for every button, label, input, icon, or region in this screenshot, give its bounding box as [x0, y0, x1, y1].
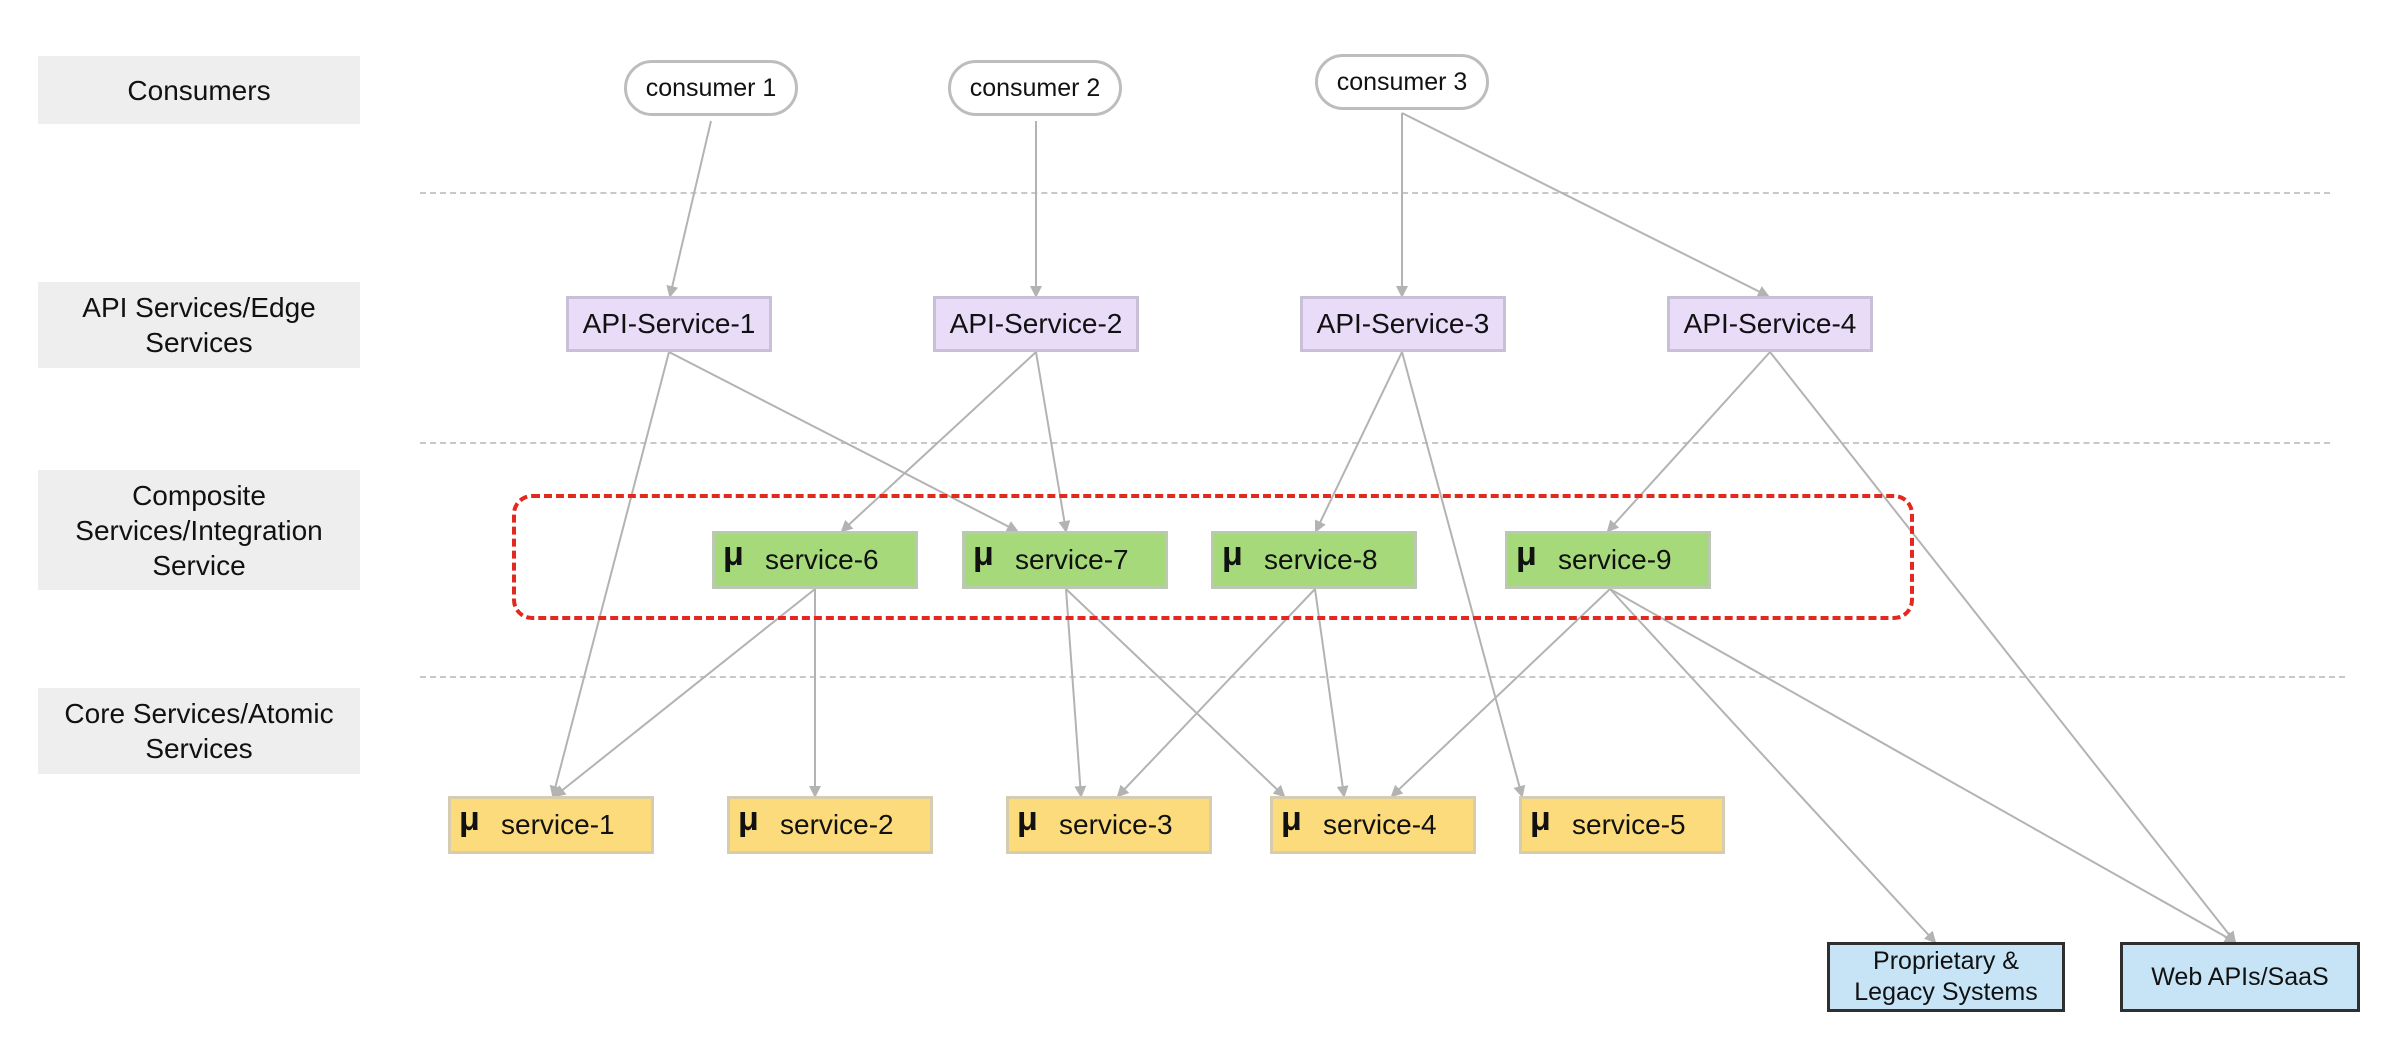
layer-divider-2	[420, 442, 2330, 444]
edge-arrow	[1401, 351, 1526, 798]
service-7-node[interactable]: μ service-7	[962, 531, 1168, 589]
edge-arrow	[553, 588, 816, 798]
edge-arrow	[1116, 588, 1316, 798]
edge-arrow	[1401, 112, 1770, 297]
layer-label-composite-services: Composite Services/Integration Service	[38, 470, 360, 590]
edge-arrow	[1609, 588, 1937, 944]
layer-label-core-services: Core Services/Atomic Services	[38, 688, 360, 774]
service-label: service-9	[1558, 544, 1672, 575]
edge-arrow	[668, 351, 1019, 532]
service-label: service-8	[1264, 544, 1378, 575]
microservice-icon: μ	[723, 534, 744, 573]
edge-arrow	[1065, 588, 1286, 798]
service-9-node[interactable]: μ service-9	[1505, 531, 1711, 589]
layer-divider-3	[420, 676, 2345, 678]
edge-arrow	[1390, 588, 1611, 798]
consumer-3[interactable]: consumer 3	[1315, 54, 1489, 110]
service-2-node[interactable]: μ service-2	[727, 796, 933, 854]
consumer-2[interactable]: consumer 2	[948, 60, 1122, 116]
service-label: service-7	[1015, 544, 1129, 575]
edge-arrow	[1606, 351, 1771, 533]
edge-arrow	[549, 351, 670, 798]
api-service-4[interactable]: API-Service-4	[1667, 296, 1873, 352]
microservice-icon: μ	[459, 799, 480, 838]
service-3-node[interactable]: μ service-3	[1006, 796, 1212, 854]
service-label: service-2	[780, 809, 894, 840]
service-8-node[interactable]: μ service-8	[1211, 531, 1417, 589]
service-label: service-3	[1059, 809, 1173, 840]
edge-arrow	[666, 120, 712, 298]
edge-arrow	[1065, 588, 1087, 798]
service-label: service-6	[765, 544, 879, 575]
edge-arrow	[1035, 351, 1071, 533]
service-label: service-4	[1323, 809, 1437, 840]
consumer-1[interactable]: consumer 1	[624, 60, 798, 116]
microservice-icon: μ	[973, 534, 994, 573]
service-5-node[interactable]: μ service-5	[1519, 796, 1725, 854]
service-label: service-5	[1572, 809, 1686, 840]
microservice-icon: μ	[1222, 534, 1243, 573]
edge-arrow	[1769, 351, 2237, 944]
composite-services-highlight	[512, 494, 1914, 620]
layer-divider-1	[420, 192, 2330, 194]
api-service-2[interactable]: API-Service-2	[933, 296, 1139, 352]
edge-arrow	[1609, 588, 2237, 943]
microservice-icon: μ	[1017, 799, 1038, 838]
service-4-node[interactable]: μ service-4	[1270, 796, 1476, 854]
edge-arrow	[840, 351, 1037, 533]
api-service-3[interactable]: API-Service-3	[1300, 296, 1506, 352]
microservice-icon: μ	[1516, 534, 1537, 573]
edge-arrow	[1314, 588, 1349, 798]
microservice-icon: μ	[1281, 799, 1302, 838]
layer-label-consumers: Consumers	[38, 56, 360, 124]
service-6-node[interactable]: μ service-6	[712, 531, 918, 589]
service-label: service-1	[501, 809, 615, 840]
layer-label-api-services: API Services/Edge Services	[38, 282, 360, 368]
edge-arrow	[1314, 351, 1403, 533]
service-1-node[interactable]: μ service-1	[448, 796, 654, 854]
microservice-icon: μ	[1530, 799, 1551, 838]
microservice-icon: μ	[738, 799, 759, 838]
api-service-1[interactable]: API-Service-1	[566, 296, 772, 352]
web-apis-saas[interactable]: Web APIs/SaaS	[2120, 942, 2360, 1012]
proprietary-legacy-systems[interactable]: Proprietary & Legacy Systems	[1827, 942, 2065, 1012]
